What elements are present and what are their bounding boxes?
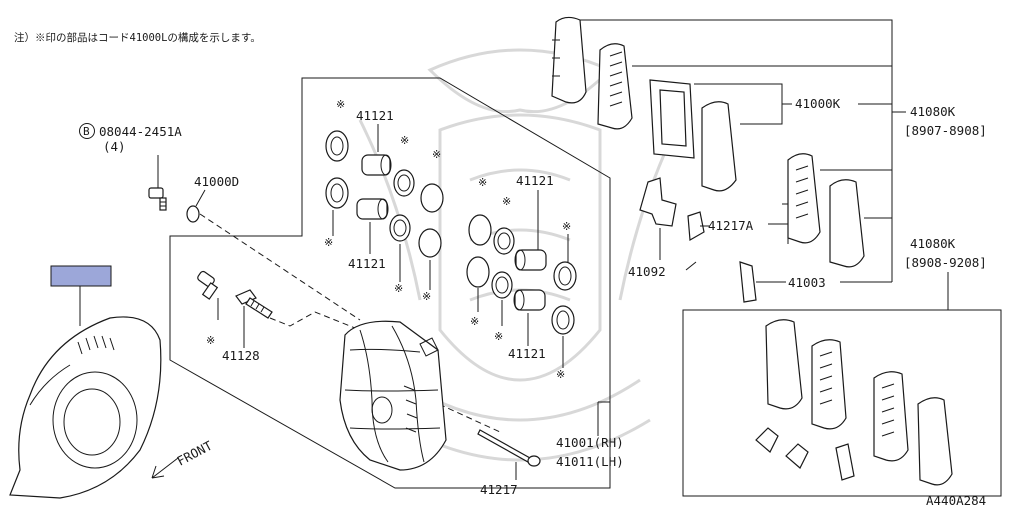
star-mark: ※ — [556, 368, 565, 381]
star-mark: ※ — [562, 220, 571, 233]
star-mark: ※ — [432, 148, 441, 161]
right-piston-set: ※ 41121 ※ ※ ※ ※ 41121 ※ — [466, 173, 577, 381]
bleeder-guide-line — [269, 311, 361, 331]
diagram-id: A440A284 — [926, 493, 986, 508]
label-41080k-a: 41080K — [910, 104, 956, 119]
label-41011: 41011(LH) — [556, 454, 624, 469]
washer-part: 41000D — [186, 174, 239, 223]
shield-highlight — [50, 265, 112, 287]
label-41217: 41217 — [480, 482, 518, 497]
pad-kit-41080k-b — [755, 319, 953, 486]
label-41000k: 41000K — [795, 96, 841, 111]
front-arrow: FRONT — [151, 438, 215, 479]
bolt-callout: B 08044-2451A (4) — [79, 123, 182, 188]
front-label: FRONT — [174, 438, 215, 469]
label-41217a: 41217A — [708, 218, 754, 233]
label-41080k-a-date: [8907-8908] — [904, 123, 987, 138]
caliper-group-outline — [169, 77, 611, 489]
label-41080k-b-date: [8908-9208] — [904, 255, 987, 270]
label-41121-left: 41121 — [348, 256, 386, 271]
label-41001: 41001(RH) — [556, 435, 624, 450]
callout-41080k-a: 41080K [8907-8908] — [580, 19, 987, 282]
star-mark: ※ — [502, 195, 511, 208]
bolt-qty-label: (4) — [103, 139, 126, 154]
caliper-body-part — [339, 320, 447, 471]
note-text: 注）※印の部品はコード41000Lの構成を示します。 — [14, 31, 261, 44]
left-piston-set: ※ 41121 ※ ※ ※ 41121 ※ ※ — [324, 98, 444, 303]
label-41003: 41003 — [788, 275, 826, 290]
pin-part: 41217 — [477, 429, 541, 497]
label-41080k-b: 41080K — [910, 236, 956, 251]
callout-41003: 41003 — [756, 275, 892, 290]
label-41128: 41128 — [222, 348, 260, 363]
star-mark: ※ — [478, 176, 487, 189]
callout-41000k: 41000K — [694, 83, 841, 125]
pad-kit-41080k-a — [551, 16, 865, 303]
label-41000d: 41000D — [194, 174, 239, 189]
label-41121-bottom: 41121 — [508, 346, 546, 361]
star-mark: ※ — [470, 315, 479, 328]
star-mark: ※ — [494, 330, 503, 343]
bolt-guide-line — [199, 213, 361, 321]
circled-letter: B — [83, 125, 90, 138]
label-41121-top: 41121 — [356, 108, 394, 123]
label-41092: 41092 — [628, 264, 666, 279]
pad-kit-box-b — [682, 309, 1002, 497]
star-mark: ※ — [336, 98, 345, 111]
star-mark: ※ — [422, 290, 431, 303]
bolt-code-label: 08044-2451A — [99, 124, 182, 139]
callout-41080k-b: 41080K [8908-9208] — [904, 236, 987, 310]
clip-parts: 41217A 41092 — [628, 177, 789, 279]
star-mark: ※ — [394, 282, 403, 295]
label-41121-right: 41121 — [516, 173, 554, 188]
bleeder-parts: ※ 41128 — [197, 270, 273, 363]
dust-shield-part — [9, 265, 162, 499]
star-mark: ※ — [324, 236, 333, 249]
star-mark: ※ — [206, 334, 215, 347]
star-mark: ※ — [400, 134, 409, 147]
bolt-part — [148, 187, 167, 211]
